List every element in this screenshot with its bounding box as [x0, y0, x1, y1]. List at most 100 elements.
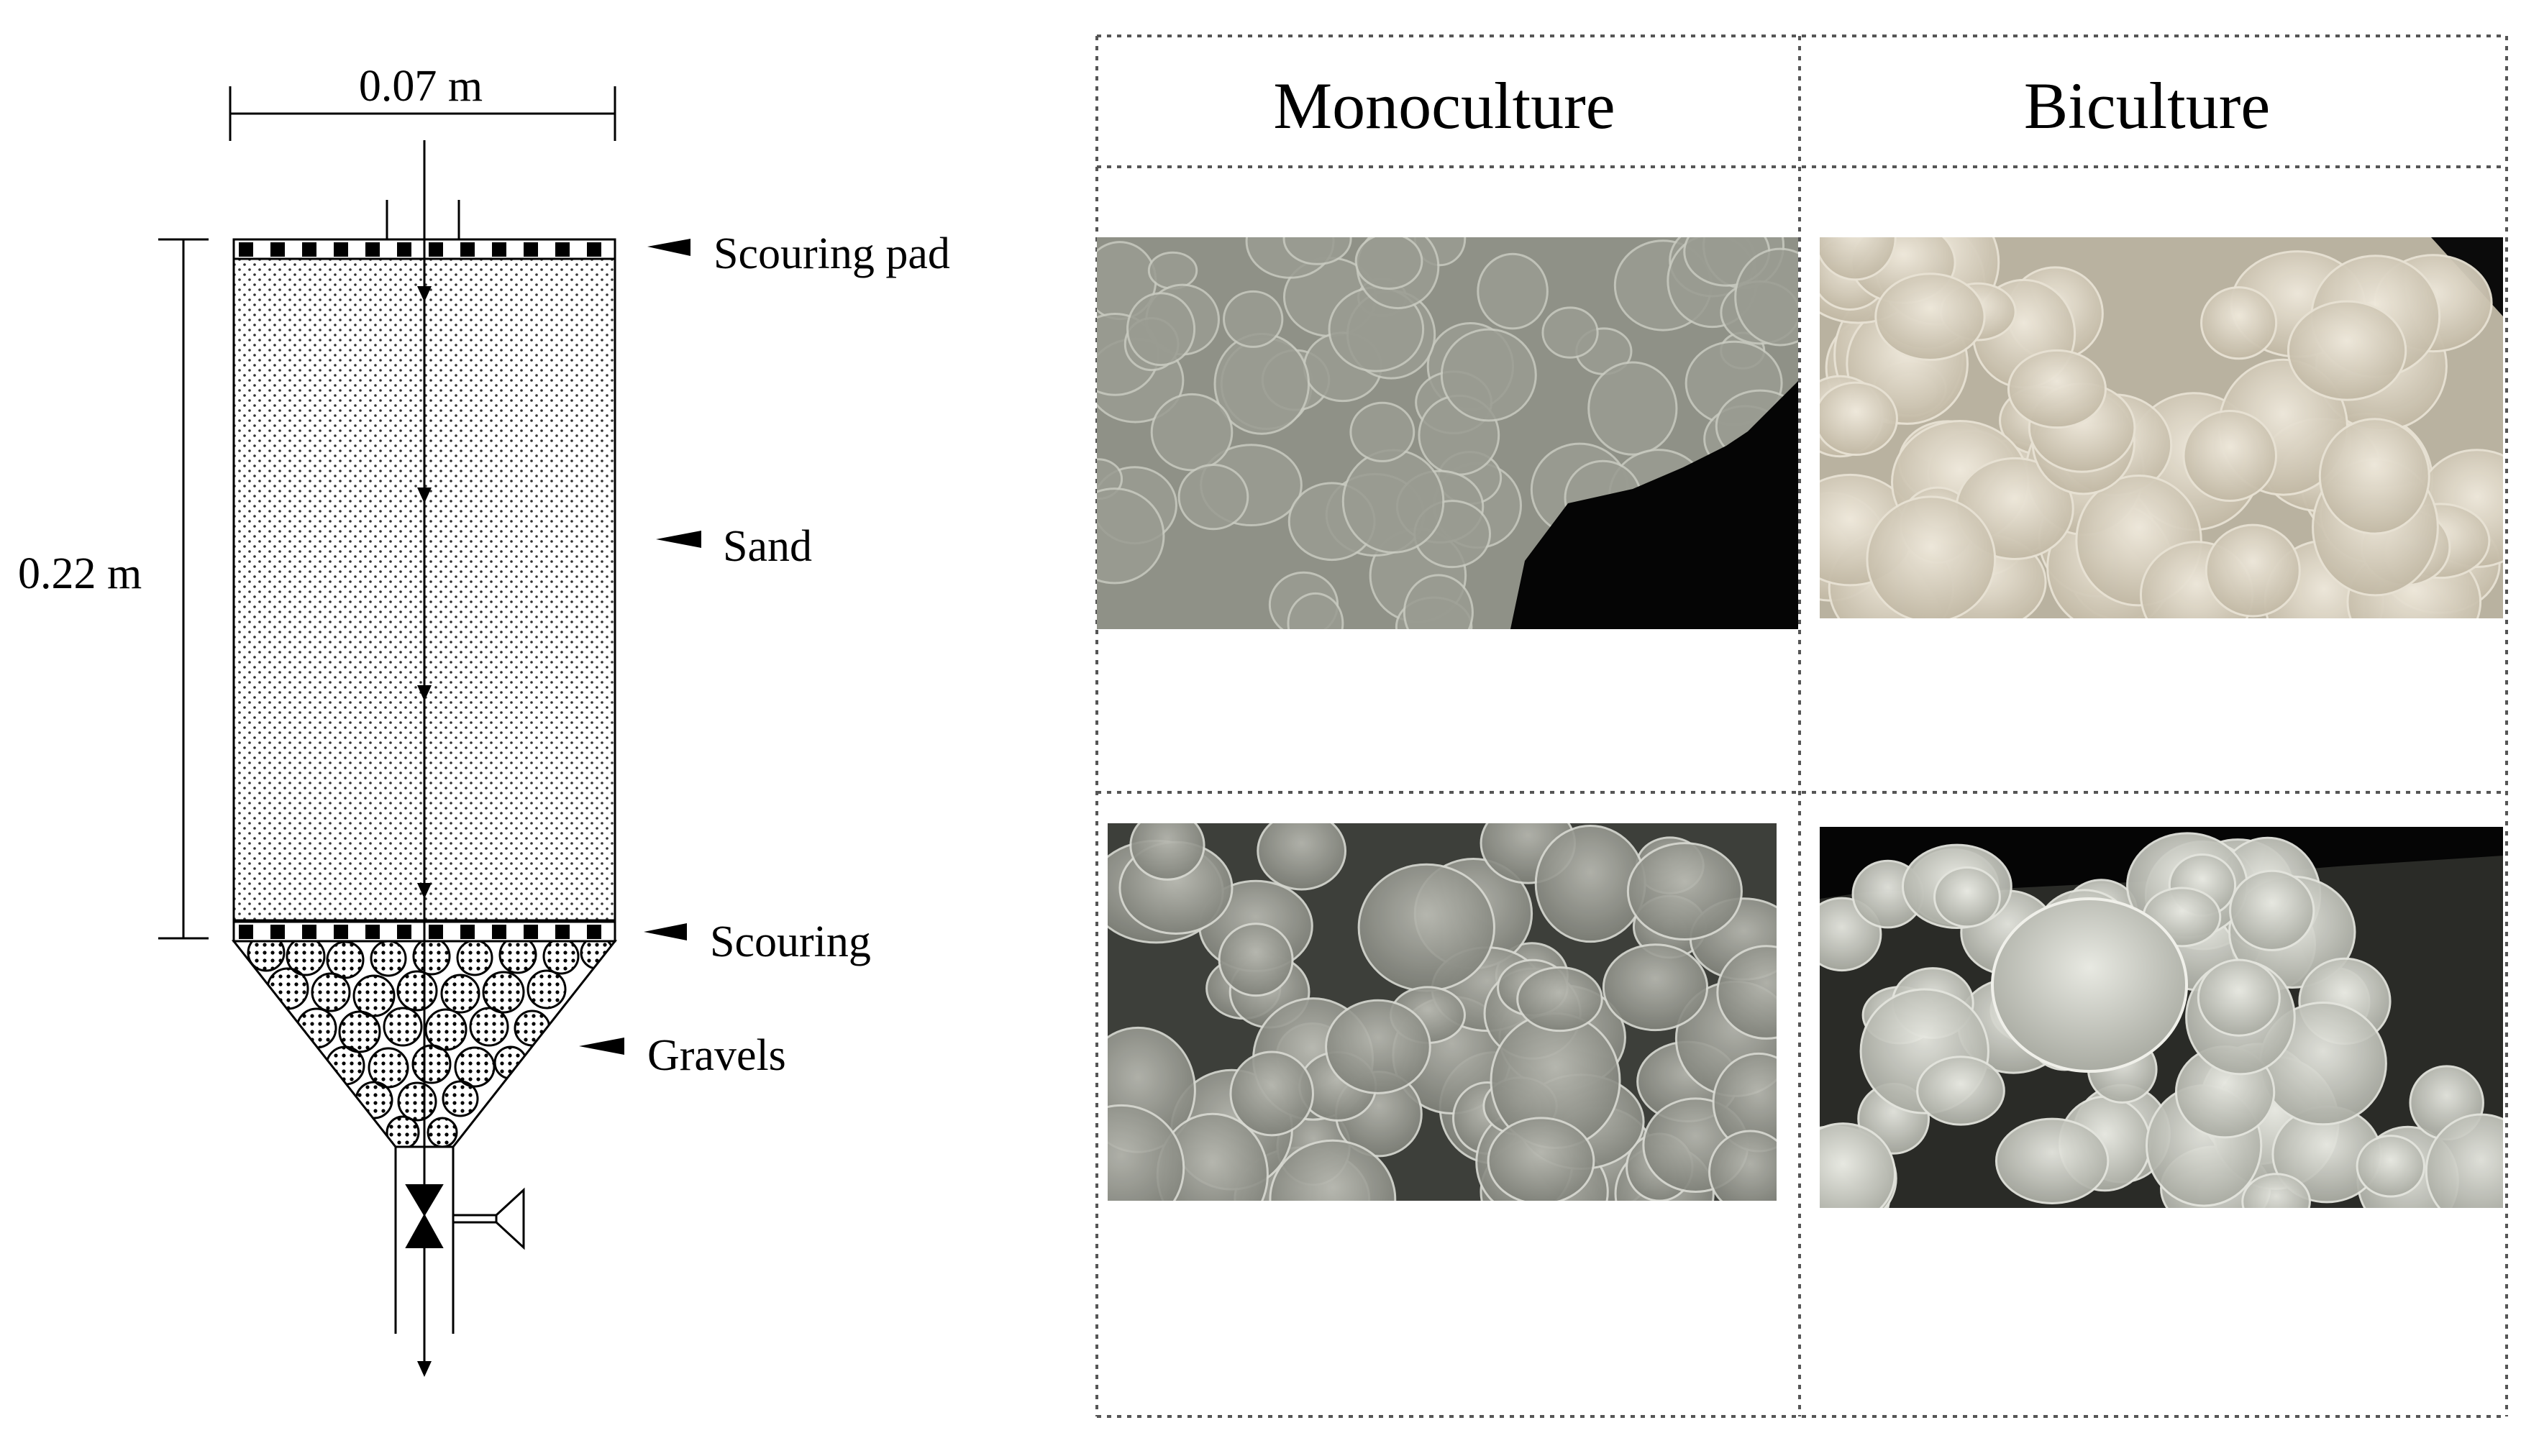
sand-grain: [1587, 361, 1678, 456]
pad-square: [365, 242, 380, 257]
pad-square: [334, 242, 348, 257]
sand-grain: [1734, 247, 1798, 347]
pad-square: [239, 925, 253, 939]
gravel-particle: [542, 941, 580, 975]
scouring-pad-label: Scouring pad: [714, 229, 950, 278]
sand-grain: [1357, 863, 1495, 992]
micrograph-table: Monoculture Biculture: [1095, 35, 2508, 1418]
flow-arrowhead: [417, 685, 432, 701]
gravel-particle: [352, 974, 396, 1017]
flow-arrowhead: [417, 1199, 432, 1215]
gravel-particle: [355, 1081, 393, 1120]
photo-monoculture-top: [1097, 237, 1798, 629]
flow-arrowhead: [417, 1361, 432, 1377]
gravel-particle: [296, 1007, 337, 1049]
sand-grain: [1477, 252, 1549, 330]
sand-grain: [1229, 1050, 1314, 1137]
gravel-particle: [368, 1047, 409, 1089]
sand-grain: [1995, 1117, 2110, 1204]
sand-grain: [1325, 999, 1431, 1094]
sand-grain: [1218, 922, 1294, 997]
scouring-pad-pointer: [647, 239, 690, 256]
sand-grain: [1097, 487, 1165, 585]
gravel-particle: [325, 1045, 365, 1086]
gravel-particle: [469, 1007, 509, 1047]
top-scouring-pad-squares: [239, 242, 601, 257]
sand-grain: [1287, 592, 1344, 629]
pad-square: [302, 925, 316, 939]
sand-grain: [2229, 869, 2315, 951]
gravel-particle: [442, 1080, 479, 1117]
sand-grain: [1147, 251, 1198, 290]
gravel-particle: [383, 1007, 423, 1047]
gravel-particle: [440, 974, 480, 1014]
sand-label: Sand: [723, 522, 812, 571]
sand-grain: [2241, 1173, 2311, 1208]
pad-square: [587, 242, 601, 257]
sand-grain: [1602, 943, 1709, 1032]
filter-column-schematic: 0.07 m 0.22 m Sc: [18, 62, 950, 1377]
flow-arrowhead: [417, 487, 432, 503]
sand-grain: [1223, 290, 1284, 348]
flow-arrowhead: [417, 286, 432, 302]
pad-square: [270, 242, 285, 257]
gravel-particle: [580, 941, 614, 970]
sand-grain: [1626, 842, 1743, 941]
gravel-particle: [482, 971, 525, 1014]
pad-square: [429, 242, 443, 257]
sand-grain: [2287, 300, 2407, 401]
sand-grain: [1820, 381, 1898, 457]
header-monoculture: Monoculture: [1273, 69, 1615, 142]
sand-pointer: [656, 531, 701, 548]
sand-grain: [1269, 1139, 1397, 1201]
gravel-particle: [514, 1009, 551, 1047]
sand-grain: [1403, 574, 1474, 629]
pad-square: [524, 242, 538, 257]
sand-grain: [1177, 463, 1249, 531]
gravels-pointer: [579, 1038, 624, 1055]
bottom-scouring-pad-squares: [239, 925, 601, 939]
pad-square: [460, 242, 475, 257]
pad-square: [239, 242, 253, 257]
sand-grain: [2356, 1135, 2425, 1198]
pad-square: [334, 925, 348, 939]
sand-grain: [1933, 866, 2001, 928]
gravel-particle: [411, 1044, 452, 1084]
gravel-particle: [424, 1008, 468, 1051]
sand-grain: [2205, 523, 2301, 618]
gravel-particle: [338, 1010, 381, 1053]
photo-biculture-bottom: [1820, 827, 2503, 1208]
height-label: 0.22 m: [18, 549, 142, 598]
sand-grain: [2425, 1113, 2503, 1208]
sand-grain: [1129, 823, 1205, 881]
pad-square: [587, 925, 601, 939]
photo-biculture-top: [1820, 237, 2503, 618]
sand-grain: [2200, 286, 2278, 360]
sand-grain: [1516, 966, 1603, 1033]
sand-grain: [1820, 1122, 1896, 1208]
gravel-particle: [370, 941, 407, 977]
pad-square: [460, 925, 475, 939]
gravel-particle: [526, 969, 567, 1009]
sand-grain: [1440, 328, 1537, 422]
pad-square: [555, 925, 570, 939]
flow-arrowhead: [417, 883, 432, 899]
flow-direction-arrow: [417, 140, 432, 1377]
sand-grain: [1349, 401, 1416, 462]
sand-grain: [1150, 393, 1234, 472]
gravel-particle: [311, 972, 351, 1012]
gravel-particle: [386, 1115, 420, 1147]
gravel-particle: [396, 970, 438, 1012]
sand-grain: [1282, 237, 1352, 265]
sand-grain: [1541, 306, 1599, 359]
header-biculture: Biculture: [2024, 69, 2270, 142]
sand-grain: [1716, 945, 1777, 1040]
pad-square: [397, 242, 411, 257]
sand-grain: [1354, 237, 1423, 290]
gravel-particle: [498, 941, 537, 974]
gravel-particle: [427, 1117, 458, 1147]
pad-square: [555, 242, 570, 257]
sand-grain: [1874, 273, 1986, 362]
sand-grain: [1108, 1104, 1185, 1201]
